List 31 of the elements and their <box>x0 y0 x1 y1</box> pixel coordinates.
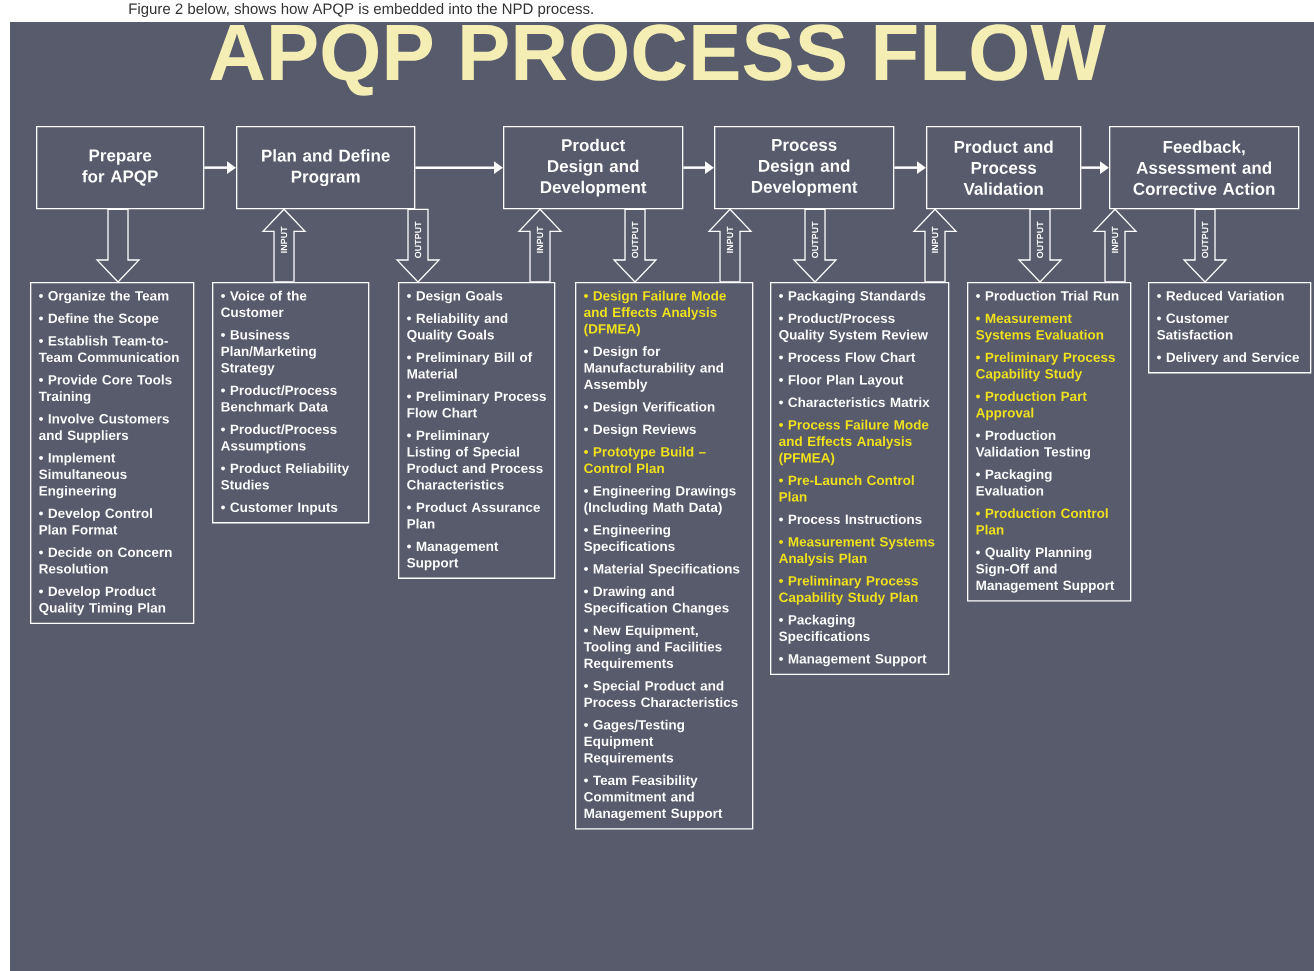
edge-label: OUTPUT <box>1200 220 1210 260</box>
list-box: • Design Goals • Reliability and Quality Goals • Preliminary Bill of Material • Preliminary Process Flow Chart • Preliminary Listing of Special Product and Process Characteristics • Product Assurance Plan • Management Support <box>398 282 556 579</box>
edge-label: OUTPUT <box>1035 220 1045 260</box>
phase-box: Feedback, Assessment and Corrective Action <box>1109 126 1300 210</box>
block-arrow <box>1092 208 1138 283</box>
edge-label: OUTPUT <box>810 220 820 260</box>
edge-label: INPUT <box>1110 225 1120 255</box>
phase-box: Plan and Define Program <box>236 126 416 210</box>
edge-label: INPUT <box>725 225 735 255</box>
phase-box: Process Design and Development <box>714 126 895 210</box>
edge-label: INPUT <box>535 225 545 255</box>
edge-label: OUTPUT <box>630 220 640 260</box>
caption-text: Figure 2 below, shows how APQP is embedded into the NPD process. <box>129 3 593 17</box>
list-box: • Design Failure Mode and Effects Analysis (DFMEA) • Design for Manufacturability and Assembly • Design Verification • Design Reviews • Prototype Build – Control Plan • Engineering Drawings (Including Math Data) • Engineering Specifications • Material Specifications • Drawing and Specification Changes • New Equipment, Tooling and Facilities Requirements • Special Product and Process Characteristics • Gages/Testing Equipment Requirements • Team Feasibility Commitment and Management Support <box>575 282 754 830</box>
edge-label: INPUT <box>279 225 289 255</box>
block-arrow <box>707 208 753 283</box>
phase-box: Product and Process Validation <box>926 126 1082 210</box>
phase-box: Prepare for APQP <box>36 126 205 210</box>
list-box: • Packaging Standards • Product/Process Quality System Review • Process Flow Chart • Floor Plan Layout • Characteristics Matrix • Process Failure Mode and Effects Analysis (PFMEA) • Pre-Launch Control Plan • Process Instructions • Measurement Systems Analysis Plan • Preliminary Process Capability Study Plan • Packaging Specifications • Management Support <box>770 282 950 675</box>
list-box: • Organize the Team • Define the Scope • Establish Team-to-Team Communication • Provide Core Tools Training • Involve Customers and Suppliers • Implement Simultaneous Engineering • Develop Control Plan Format • Decide on Concern Resolution • Develop Product Quality Timing Plan <box>30 282 195 624</box>
edge-label: INPUT <box>930 225 940 255</box>
edge-label: OUTPUT <box>413 220 423 260</box>
block-arrow <box>912 208 958 283</box>
list-box: • Production Trial Run • Measurement Systems Evaluation • Preliminary Process Capability Study • Production Part Approval • Production Validation Testing • Packaging Evaluation • Production Control Plan • Quality Planning Sign-Off and Management Support <box>967 282 1132 602</box>
block-arrow <box>261 208 307 283</box>
title: APQP PROCESS FLOW <box>210 24 1106 96</box>
phase-box: Product Design and Development <box>503 126 684 210</box>
list-box: • Reduced Variation • Customer Satisfaction • Delivery and Service <box>1148 282 1312 374</box>
block-arrow <box>517 208 563 283</box>
block-arrow <box>95 208 141 283</box>
list-box: • Voice of the Customer • Business Plan/Marketing Strategy • Product/Process Benchmark Data • Product/Process Assumptions • Product Reliability Studies • Customer Inputs <box>212 282 370 524</box>
